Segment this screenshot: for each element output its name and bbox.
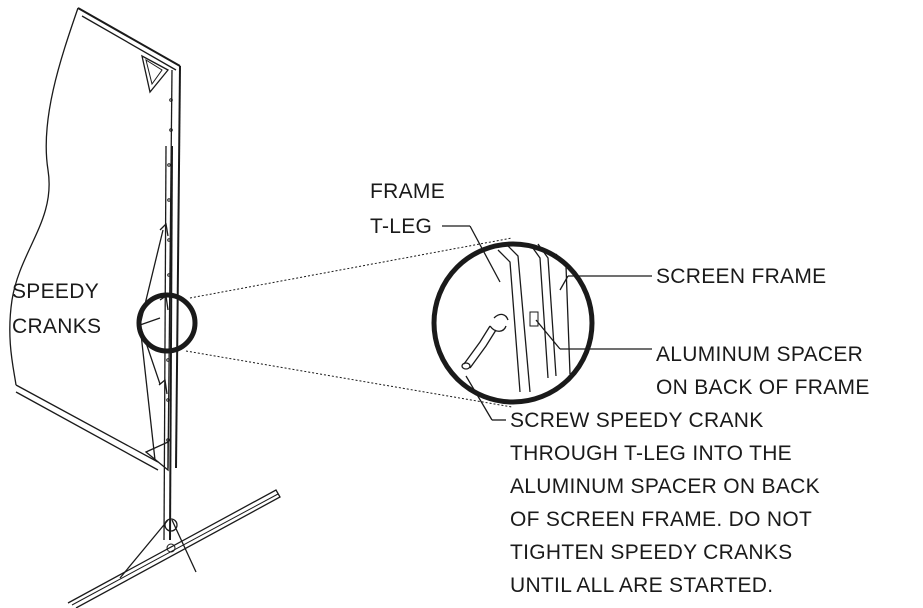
callout-text: FRAME T-LEG SPEEDY CRANKS SCREEN FRAME A… <box>12 180 870 597</box>
instruction-line-6: UNTIL ALL ARE STARTED. <box>510 574 773 597</box>
callout-leaders <box>442 225 652 421</box>
detail-view <box>431 241 595 405</box>
instruction-line-2: THROUGH T-LEG INTO THE <box>510 442 792 465</box>
label-aluminum-spacer: ALUMINUM SPACER <box>656 343 863 366</box>
screen-surface <box>9 7 159 471</box>
label-t-leg: T-LEG <box>370 215 432 238</box>
detail-highlight-circle <box>136 292 198 354</box>
instruction-line-3: ALUMINUM SPACER ON BACK <box>510 475 820 498</box>
screen-frame-drawing <box>67 7 281 608</box>
projection-line-bottom <box>185 350 513 408</box>
projection-line-top <box>189 237 513 299</box>
label-cranks: CRANKS <box>12 315 101 338</box>
instruction-line-4: OF SCREEN FRAME. DO NOT <box>510 508 812 531</box>
instruction-line-1: SCREW SPEEDY CRANK <box>510 409 764 432</box>
instruction-line-5: TIGHTEN SPEEDY CRANKS <box>510 541 792 564</box>
detail-view-circle <box>431 241 595 405</box>
label-on-back-of-frame: ON BACK OF FRAME <box>656 376 870 399</box>
label-speedy: SPEEDY <box>12 280 99 303</box>
label-frame: FRAME <box>370 180 445 203</box>
label-screen-frame: SCREEN FRAME <box>656 265 826 288</box>
